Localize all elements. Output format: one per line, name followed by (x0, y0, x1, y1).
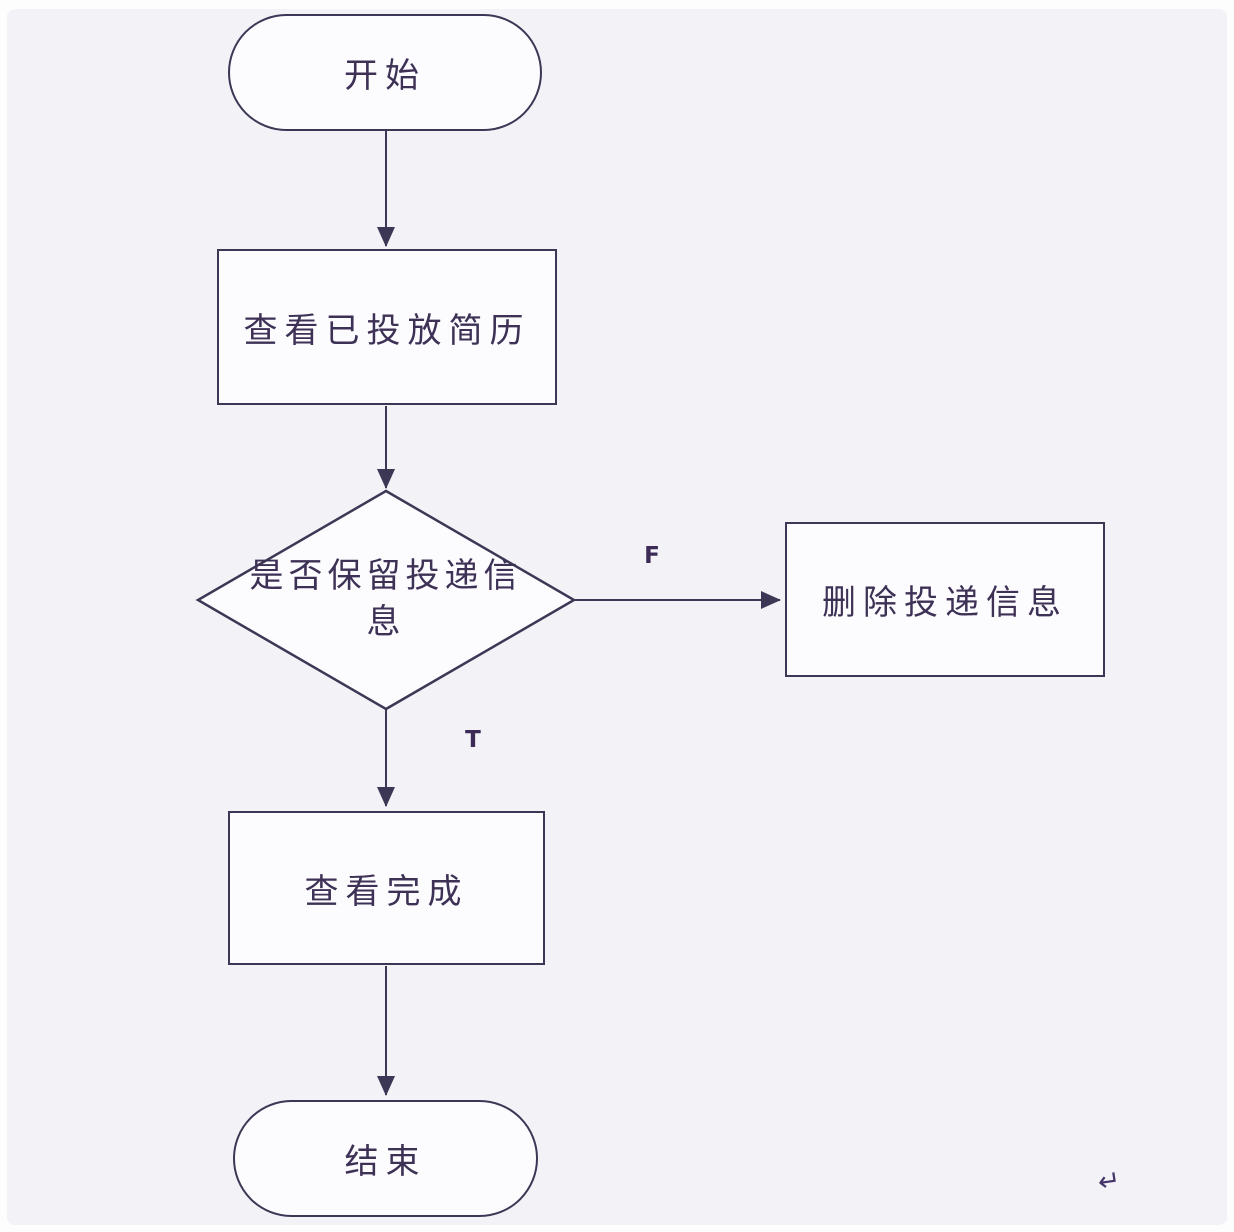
edge-label-true: T (465, 727, 481, 753)
end-label: 结束 (344, 1142, 427, 1182)
view-submitted-resumes-label: 查看已投放简历 (243, 310, 531, 351)
delete-delivery-info-label: 删除投递信息 (822, 583, 1068, 623)
process-view-complete: 查看完成 (228, 811, 545, 965)
start-terminator: 开始 (228, 14, 542, 131)
paragraph-return-mark: ↵ (1095, 1164, 1123, 1199)
keep-delivery-info-label: 是否保留投递信息 (249, 556, 523, 642)
view-complete-label: 查看完成 (304, 871, 469, 912)
start-label: 开始 (344, 56, 426, 96)
edge-label-false: F (644, 543, 660, 569)
decision-keep-delivery-info: 是否保留投递信息 (198, 491, 574, 709)
process-delete-delivery-info: 删除投递信息 (785, 522, 1105, 677)
end-terminator: 结束 (233, 1100, 538, 1217)
process-view-submitted-resumes: 查看已投放简历 (217, 249, 557, 405)
